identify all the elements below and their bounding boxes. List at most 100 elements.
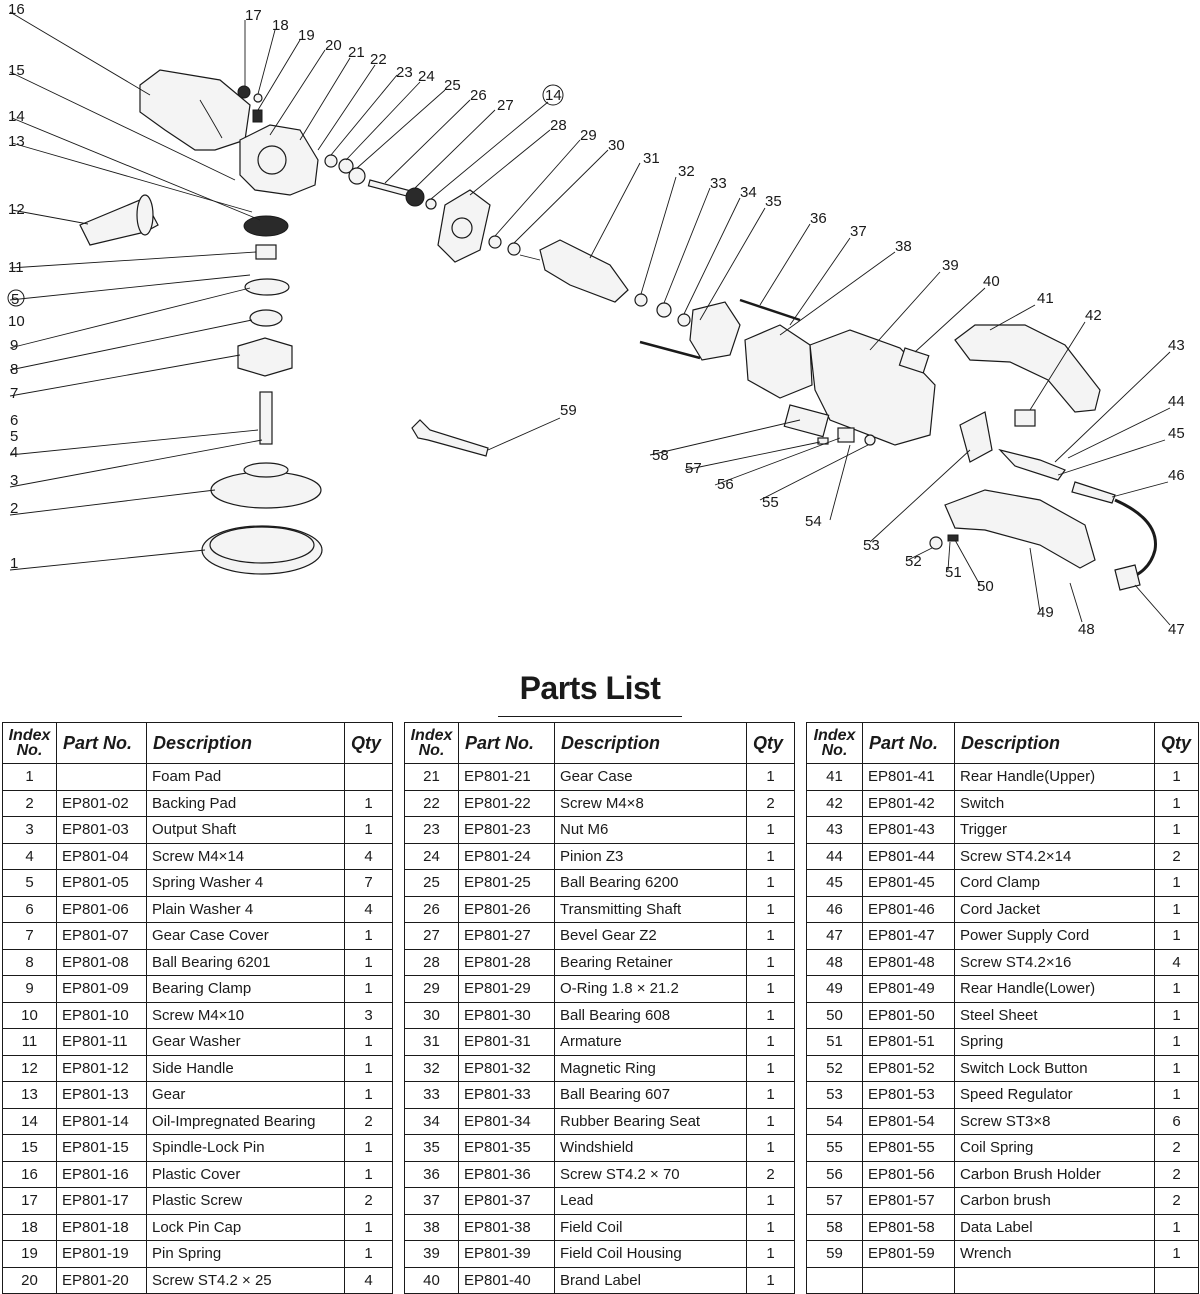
cell-qty: 1 bbox=[746, 1240, 795, 1268]
cell-description: Cord Jacket bbox=[954, 895, 1155, 923]
spring-part bbox=[947, 534, 959, 542]
cell-part-no: EP801-53 bbox=[862, 1081, 955, 1109]
cell-index: 9 bbox=[2, 975, 57, 1003]
cell-part-no: EP801-31 bbox=[458, 1028, 555, 1056]
cell-part-no: EP801-24 bbox=[458, 842, 555, 870]
cell-part-no: EP801-39 bbox=[458, 1240, 555, 1268]
nut-part bbox=[324, 154, 338, 168]
cell-description: Gear Case Cover bbox=[146, 922, 345, 950]
cell-description: Windshield bbox=[554, 1134, 747, 1162]
cell-index: 6 bbox=[2, 895, 57, 923]
cell-part-no: EP801-10 bbox=[56, 1001, 147, 1029]
callout-24: 24 bbox=[418, 68, 435, 85]
header-description: Description bbox=[146, 722, 345, 764]
callout-25: 25 bbox=[444, 77, 461, 94]
cell-index: 26 bbox=[404, 895, 459, 923]
cell-qty: 1 bbox=[746, 922, 795, 950]
cell-qty: 2 bbox=[1154, 1134, 1199, 1162]
cell-part-no: EP801-46 bbox=[862, 895, 955, 923]
cell-qty: 1 bbox=[344, 816, 393, 844]
lock-pin-cap-part bbox=[253, 93, 263, 103]
armature-part bbox=[539, 239, 629, 303]
long-screw-part bbox=[739, 298, 801, 322]
cell-index: 20 bbox=[2, 1266, 57, 1294]
cell-index: 36 bbox=[404, 1160, 459, 1188]
cell-qty: 1 bbox=[344, 1081, 393, 1109]
callout-16: 16 bbox=[8, 1, 25, 18]
cell-description: Speed Regulator bbox=[954, 1081, 1155, 1109]
callout-41: 41 bbox=[1037, 290, 1054, 307]
callout-57: 57 bbox=[685, 460, 702, 477]
cell-qty: 1 bbox=[344, 1160, 393, 1188]
coil-spring-part bbox=[864, 434, 876, 446]
cell-qty: 2 bbox=[344, 1187, 393, 1215]
cell-index: 48 bbox=[806, 948, 863, 976]
cell-description: O-Ring 1.8 × 21.2 bbox=[554, 975, 747, 1003]
cell-part-no: EP801-49 bbox=[862, 975, 955, 1003]
cell-qty: 1 bbox=[1154, 895, 1199, 923]
ball-bearing-6201-part bbox=[249, 309, 283, 327]
cell-qty bbox=[1154, 1266, 1199, 1294]
cell-index: 40 bbox=[404, 1266, 459, 1294]
cell-qty: 4 bbox=[344, 1266, 393, 1294]
cell-part-no: EP801-56 bbox=[862, 1160, 955, 1188]
cell-description: Rubber Bearing Seat bbox=[554, 1107, 747, 1135]
cell-description: Ball Bearing 6200 bbox=[554, 869, 747, 897]
cell-index: 7 bbox=[2, 922, 57, 950]
cell-qty: 1 bbox=[1154, 922, 1199, 950]
callout-33: 33 bbox=[710, 175, 727, 192]
cell-part-no: EP801-19 bbox=[56, 1240, 147, 1268]
cell-part-no: EP801-13 bbox=[56, 1081, 147, 1109]
cell-description: Bevel Gear Z2 bbox=[554, 922, 747, 950]
callout-5-circle bbox=[7, 289, 25, 307]
cell-qty: 1 bbox=[1154, 816, 1199, 844]
header-qty: Qty bbox=[1154, 722, 1199, 764]
cell-description: Screw M4×14 bbox=[146, 842, 345, 870]
cell-index: 54 bbox=[806, 1107, 863, 1135]
callout-58: 58 bbox=[652, 447, 669, 464]
cell-description: Brand Label bbox=[554, 1266, 747, 1294]
cell-part-no: EP801-27 bbox=[458, 922, 555, 950]
callout-51: 51 bbox=[945, 564, 962, 581]
cell-qty: 1 bbox=[344, 948, 393, 976]
cell-index: 4 bbox=[2, 842, 57, 870]
callout-40: 40 bbox=[983, 273, 1000, 290]
cell-description: Oil-Impregnated Bearing bbox=[146, 1107, 345, 1135]
callout-22: 22 bbox=[370, 51, 387, 68]
cell-qty: 4 bbox=[344, 842, 393, 870]
cell-index: 28 bbox=[404, 948, 459, 976]
callout-14-circled: 14 bbox=[545, 87, 562, 104]
cell-description: Nut M6 bbox=[554, 816, 747, 844]
cell-description: Rear Handle(Lower) bbox=[954, 975, 1155, 1003]
callout-38: 38 bbox=[895, 238, 912, 255]
cell-description: Gear Case bbox=[554, 763, 747, 791]
cell-description: Pinion Z3 bbox=[554, 842, 747, 870]
cell-qty: 1 bbox=[1154, 763, 1199, 791]
cell-part-no: EP801-32 bbox=[458, 1054, 555, 1082]
cell-qty: 1 bbox=[746, 763, 795, 791]
cell-part-no: EP801-37 bbox=[458, 1187, 555, 1215]
cell-part-no: EP801-57 bbox=[862, 1187, 955, 1215]
cell-qty: 1 bbox=[344, 1134, 393, 1162]
pin-spring-part bbox=[252, 109, 263, 123]
callout-45: 45 bbox=[1168, 425, 1185, 442]
